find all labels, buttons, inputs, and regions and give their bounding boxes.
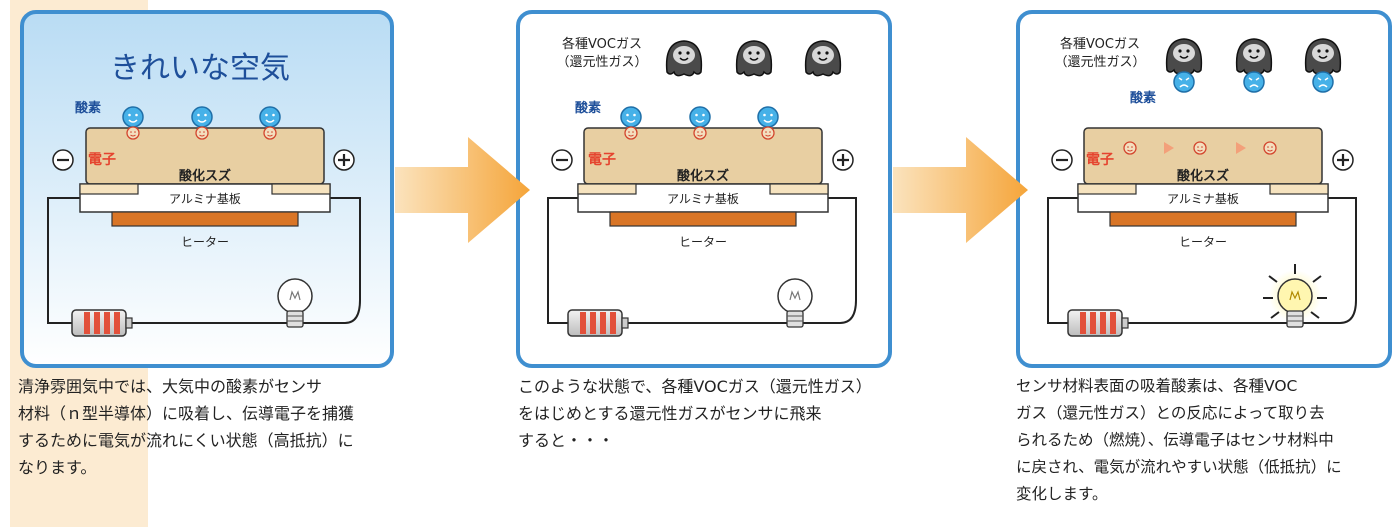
caption-line: すると・・・ [518, 431, 615, 450]
caption-line: 清浄雰囲気中では、大気中の酸素がセンサ [18, 377, 323, 396]
arrow-1 [395, 137, 530, 243]
caption-panel-2: このような状態で、各種VOCガス（還元性ガス） をはじめとする還元性ガスがセンサ… [518, 373, 872, 454]
tin-oxide-label: 酸化スズ [1177, 168, 1229, 184]
caption-line: センサ材料表面の吸着酸素は、各種VOC [1016, 377, 1298, 395]
caption-line: 変化します。 [1016, 485, 1108, 503]
panel-1-circuit [47, 106, 361, 337]
heater-label: ヒーター [181, 235, 229, 249]
panel-2-circuit [547, 40, 857, 337]
substrate-label: アルミナ基板 [169, 192, 241, 206]
caption-line: 材料（ｎ型半導体）に吸着し、伝導電子を捕獲 [18, 404, 355, 423]
gas-label-line1: 各種VOCガス [1060, 36, 1140, 52]
gas-label-line2: （還元性ガス） [556, 55, 647, 70]
heater-label: ヒーター [679, 235, 727, 249]
electron-label: 電子 [88, 151, 116, 168]
substrate-label: アルミナ基板 [667, 192, 739, 206]
oxygen-label: 酸素 [75, 100, 101, 116]
caption-line: られるため（燃焼）、伝導電子はセンサ材料中 [1016, 431, 1334, 449]
arrow-2 [893, 137, 1028, 243]
tin-oxide-label: 酸化スズ [179, 168, 231, 184]
caption-line: このような状態で、各種VOCガス（還元性ガス） [518, 377, 872, 396]
substrate-label: アルミナ基板 [1167, 192, 1239, 206]
caption-line: に戻され、電気が流れやすい状態（低抵抗）に [1016, 458, 1342, 476]
tin-oxide-label: 酸化スズ [677, 168, 729, 184]
caption-line: をはじめとする還元性ガスがセンサに飛来 [518, 404, 822, 423]
clean-air-title: きれいな空気 [110, 51, 290, 86]
caption-panel-1: 清浄雰囲気中では、大気中の酸素がセンサ 材料（ｎ型半導体）に吸着し、伝導電子を捕… [18, 373, 354, 481]
oxygen-label: 酸素 [575, 100, 601, 116]
caption-line: なります。 [18, 458, 97, 477]
caption-panel-3: センサ材料表面の吸着酸素は、各種VOC ガス（還元性ガス）との反応によって取り去… [1016, 373, 1342, 508]
gas-label-line2: （還元性ガス） [1054, 55, 1145, 70]
panel-3-circuit [1047, 38, 1357, 337]
gas-label-line1: 各種VOCガス [562, 36, 642, 52]
heater-label: ヒーター [1179, 235, 1227, 249]
electron-label: 電子 [588, 151, 616, 168]
oxygen-label: 酸素 [1130, 90, 1156, 106]
electron-label: 電子 [1086, 151, 1114, 168]
caption-line: ガス（還元性ガス）との反応によって取り去 [1016, 404, 1325, 422]
heater [111, 211, 299, 227]
caption-line: するために電気が流れにくい状態（高抵抗）に [18, 431, 354, 450]
